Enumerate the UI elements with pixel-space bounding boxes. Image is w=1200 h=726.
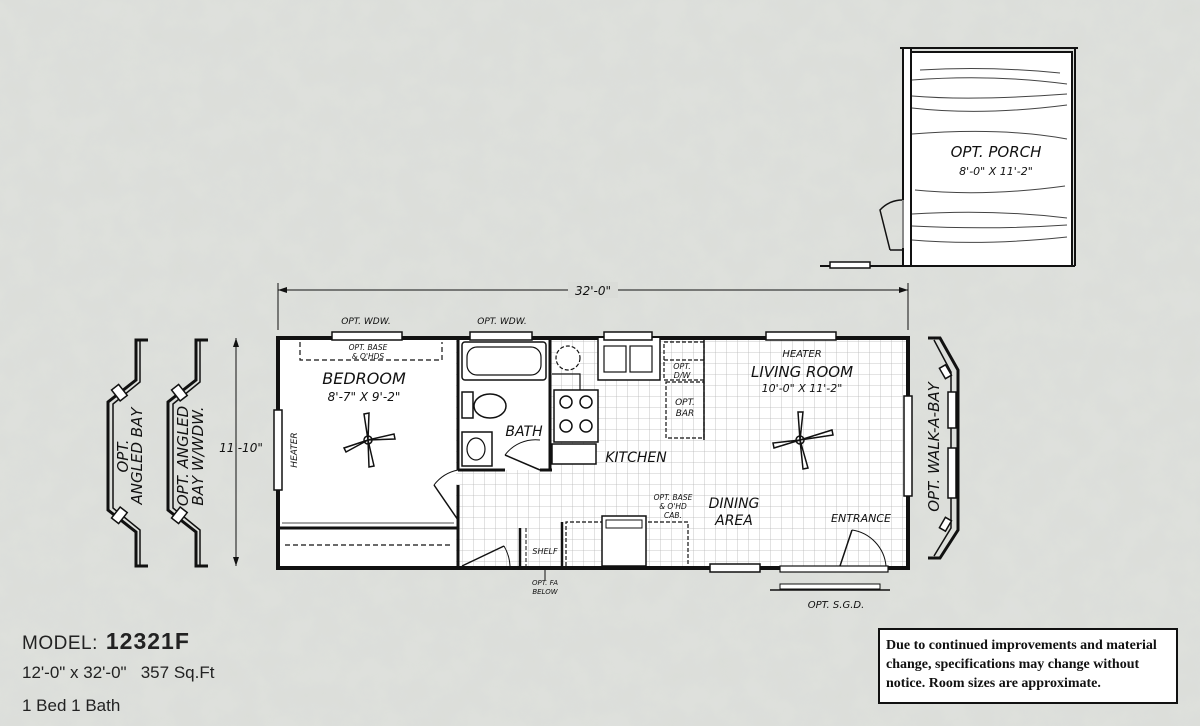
opt-base-label-2a: OPT. BASE (654, 493, 693, 502)
dining-label-1: DINING (709, 496, 760, 512)
walk-a-bay-label: OPT. WALK-A-BAY (925, 380, 943, 511)
entrance-label: ENTRANCE (831, 512, 891, 525)
porch: OPT. PORCH 8'-0" X 11'-2" (820, 47, 1078, 269)
opt-dw-label-2: D/W (674, 371, 692, 380)
bath-label: BATH (505, 424, 543, 440)
opt-wdw-label-1: OPT. WDW. (341, 317, 391, 327)
opt-base-label-1: OPT. BASE (349, 343, 388, 352)
room-labels: BEDROOM 8'-7" X 9'-2" HEATER OPT. WDW. O… (290, 317, 891, 611)
bedroom-label: BEDROOM (322, 369, 406, 388)
bedroom-fan (342, 412, 396, 468)
living-heater-label: HEATER (782, 349, 821, 360)
bedroom-heater-label: HEATER (290, 432, 300, 467)
opt-angled-bay (106, 338, 148, 568)
angled-bay-w-label-1: OPT. ANGLED (174, 406, 192, 506)
living-room-label: LIVING ROOM (751, 363, 853, 381)
model-beds-baths: 1 Bed 1 Bath (22, 696, 121, 715)
opt-fa-label-1: OPT. FA (532, 579, 558, 587)
model-label: MODEL: (22, 633, 98, 654)
porch-size: 8'-0" X 11'-2" (959, 165, 1033, 178)
opt-wdw-label-2: OPT. WDW. (477, 317, 527, 327)
model-number: 12321F (105, 628, 190, 654)
kitchen-label: KITCHEN (605, 450, 667, 466)
main-floor (273, 331, 913, 591)
porch-label: OPT. PORCH (951, 143, 1042, 161)
opt-fa-label-2: BELOW (532, 588, 558, 596)
angled-bay-label-1: OPT. (114, 439, 132, 472)
opt-base-label-2c: CAB. (664, 511, 682, 520)
model-dimensions: 12'-0" x 32'-0" 357 Sq.Ft (22, 663, 215, 682)
overall-width-dimension: 32'-0" (277, 282, 909, 330)
opt-bar-label-2: BAR (676, 409, 695, 419)
opt-sgd-label: OPT. S.G.D. (808, 600, 865, 611)
dining-label-2: AREA (714, 513, 753, 529)
living-fan (772, 411, 834, 470)
shelf-label: SHELF (532, 547, 558, 556)
angled-bay-w-label-2: BAY W/WDW. (189, 406, 207, 505)
opt-walk-a-bay (928, 336, 960, 560)
depth-label: 11'-10" (219, 441, 263, 455)
overall-depth-dimension: 11'-10" (219, 338, 263, 566)
model-line: MODEL: 12321F (22, 628, 190, 655)
bedroom-size: 8'-7" X 9'-2" (328, 390, 401, 404)
disclaimer-box: Due to continued improvements and materi… (878, 628, 1178, 704)
opt-base-label-1b: & O'HDS (352, 352, 385, 361)
width-label: 32'-0" (575, 284, 611, 298)
living-room-size: 10'-0" X 11'-2" (762, 382, 843, 395)
angled-bay-label-2: ANGLED BAY (128, 406, 146, 506)
opt-base-label-2b: & O'HD (659, 502, 687, 511)
opt-bar-label-1: OPT. (675, 398, 695, 408)
opt-angled-bay-window (166, 338, 208, 568)
opt-dw-label-1: OPT. (673, 362, 691, 371)
